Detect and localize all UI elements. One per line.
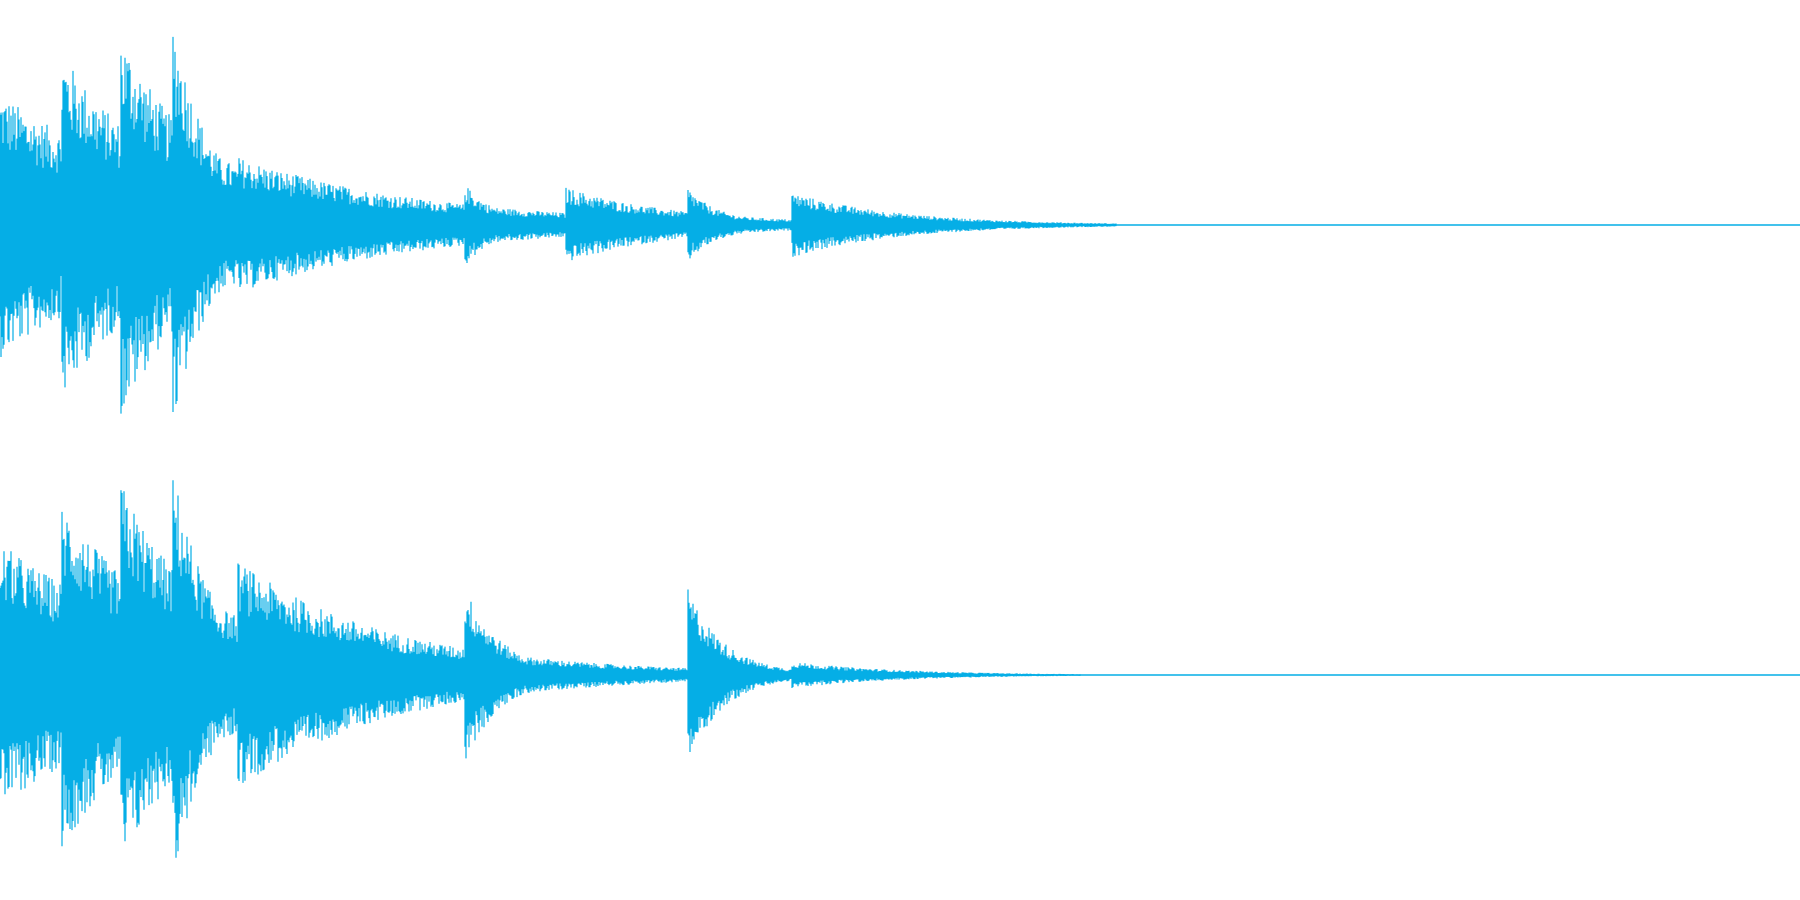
waveform-trace — [0, 480, 1081, 858]
waveform-trace — [0, 36, 1117, 414]
channel-top — [0, 36, 1800, 414]
channel-bottom — [0, 480, 1800, 858]
